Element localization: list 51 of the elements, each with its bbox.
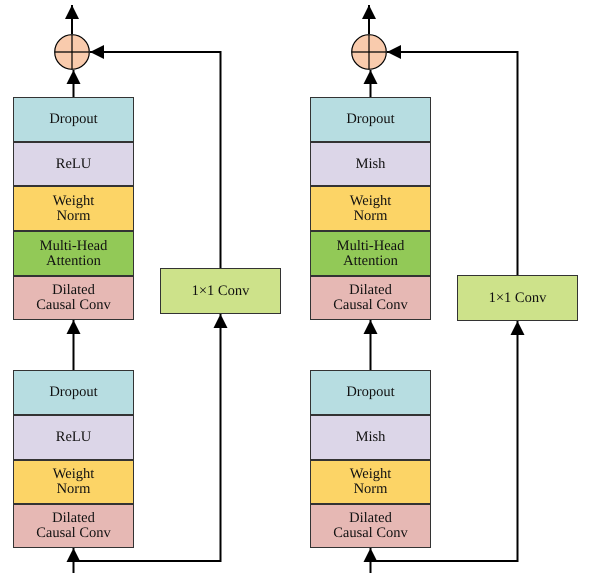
- arrow: [72, 314, 228, 573]
- conv-box: [160, 268, 281, 314]
- arrow: [66, 70, 80, 97]
- layer-box: [13, 186, 134, 231]
- layer-box: [310, 186, 431, 231]
- layer-label: Mish: [356, 156, 386, 172]
- layer-box: [13, 415, 134, 460]
- layer-box: [310, 231, 431, 276]
- arrow: [65, 5, 79, 34]
- layer-label: Weight Norm: [348, 194, 392, 224]
- layer-label: ReLU: [56, 156, 92, 172]
- layer-label: Weight Norm: [348, 467, 392, 497]
- conv-box: [457, 275, 578, 321]
- layer-label: Dropout: [346, 112, 395, 127]
- adder-circle: [351, 34, 387, 70]
- layer-label: Dropout: [346, 385, 395, 400]
- layer-label: Dilated Causal Conv: [35, 283, 112, 313]
- layer-box: [310, 97, 431, 142]
- layer-box: [310, 276, 431, 320]
- arrow: [364, 320, 378, 370]
- layer-label: ReLU: [56, 430, 92, 445]
- adder-circle: [54, 34, 90, 70]
- layer-label: Multi-Head Attention: [336, 238, 406, 268]
- layer-label: Dropout: [49, 385, 98, 400]
- layer-label: Dilated Causal Conv: [35, 511, 112, 541]
- layer-box: [13, 231, 134, 276]
- layer-label: 1×1 Conv: [488, 290, 546, 306]
- layer-box: [13, 370, 134, 415]
- layer-box: [13, 97, 134, 142]
- layer-label: Dilated Causal Conv: [332, 283, 409, 313]
- layer-box: [310, 415, 431, 460]
- layer-box: [310, 370, 431, 415]
- layer-box: [13, 142, 134, 186]
- arrow: [387, 45, 518, 275]
- layer-label: Dilated Causal Conv: [332, 511, 409, 541]
- layer-label: Mish: [356, 430, 386, 445]
- layer-label: Weight Norm: [52, 467, 96, 497]
- layer-box: [13, 276, 134, 320]
- layer-label: Multi-Head Attention: [38, 238, 108, 268]
- layer-label: Dropout: [49, 112, 98, 127]
- layer-box: [310, 142, 431, 186]
- layer-label: Weight Norm: [52, 194, 96, 224]
- layer-box: [310, 504, 431, 548]
- layer-box: [13, 504, 134, 548]
- layer-label: 1×1 Conv: [192, 284, 250, 298]
- arrow: [90, 45, 222, 268]
- layer-box: [13, 460, 134, 504]
- arrow: [362, 5, 376, 34]
- arrow: [364, 70, 378, 97]
- layer-box: [310, 460, 431, 504]
- arrow: [66, 320, 80, 370]
